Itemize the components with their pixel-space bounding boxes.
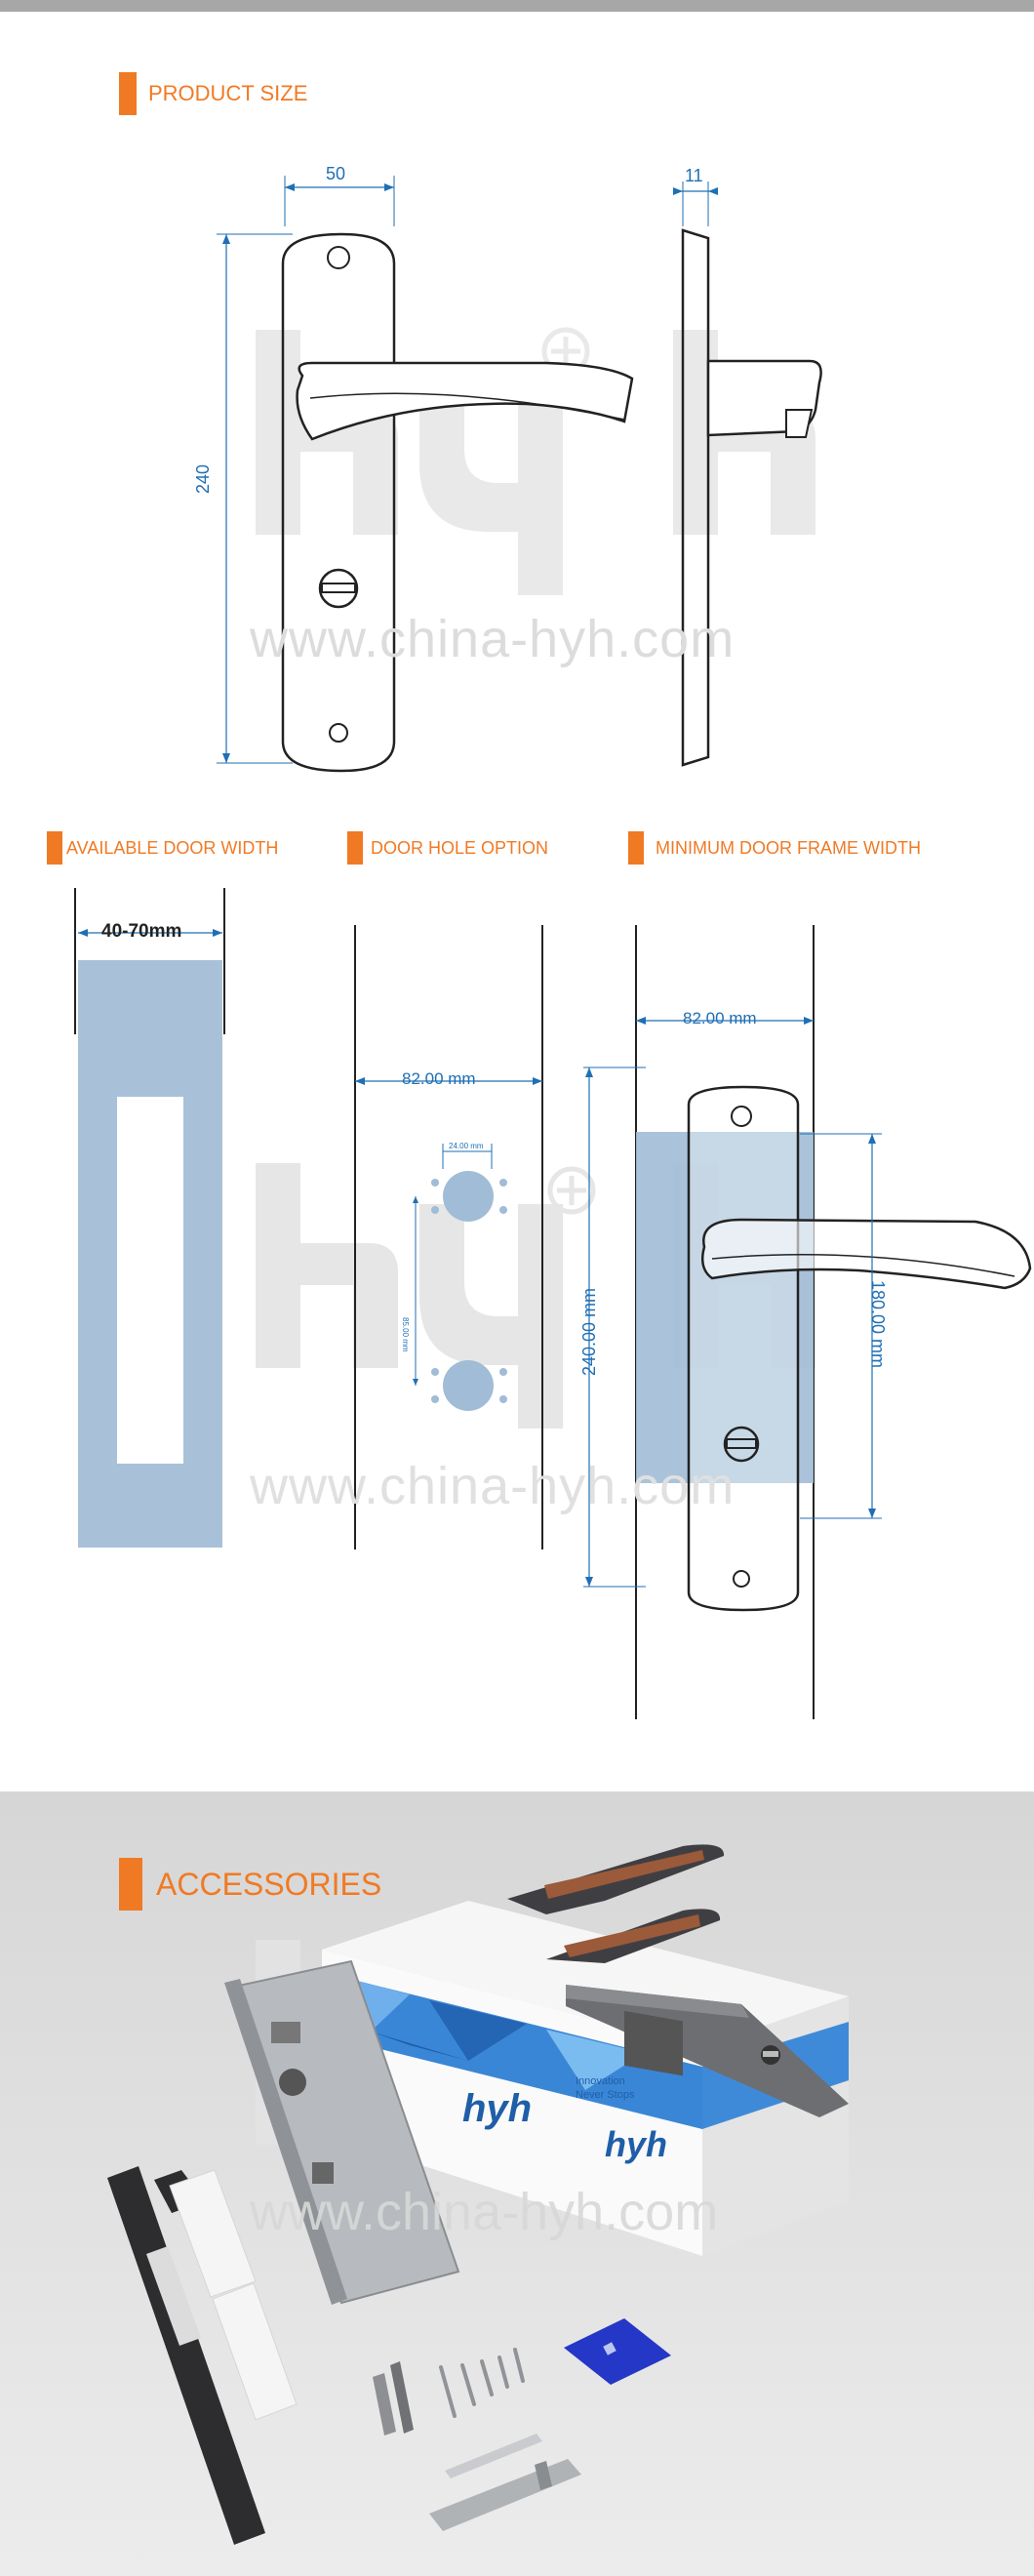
lever-handle-set [507,1844,849,2117]
thumb-turn-icon [318,568,359,609]
section-title-door-hole-option: DOOR HOLE OPTION [371,837,549,858]
header-accent-bar [119,72,137,115]
section-header-minimum-door-frame-width: MINIMUM DOOR FRAME WIDTH [628,831,921,865]
section-title-product-size: PRODUCT SIZE [148,81,308,105]
frame-width-diagram [583,925,1032,1719]
accessories-product-photo: hyh Innovation Never Stops hyh [107,1844,849,2545]
top-bar [0,0,1034,12]
screw-hole-bottom [329,723,348,743]
door-width-diagram [74,888,225,1548]
watermark-logo [256,327,815,595]
product-size-drawing [217,176,822,773]
label-door-width-range: 40-70mm [101,921,182,942]
brand-logo-text: hyh [462,2087,532,2130]
frame-lever-handle [701,1218,1032,1290]
label-width: 50 [326,164,346,183]
door-hole-bottom [443,1360,494,1411]
label-height: 240 [193,463,213,494]
lever-handle-front [296,361,634,441]
section-title-accessories: ACCESSORIES [156,1866,382,1902]
frame-plate [687,1085,800,1612]
door-hole-diagram [354,925,543,1550]
plastic-box-strike [169,2169,298,2421]
section-title-available-door-width: AVAILABLE DOOR WIDTH [66,837,279,858]
dim-thickness [673,181,718,226]
door-drawings [74,888,1032,1719]
watermark-url-3: www.china-hyh.com [250,2183,719,2241]
screws-and-tools [373,2348,581,2531]
front-escutcheon-plate [281,232,396,773]
brand-logo: hyh Innovation Never Stops hyh [462,2075,667,2164]
label-hole-backset: 82.00 mm [402,1069,476,1088]
section-header-door-hole-option: DOOR HOLE OPTION [347,831,548,865]
door-hole-top [443,1171,494,1222]
mortise-lock-body [224,1959,460,2305]
header-accent-bar [628,831,644,865]
header-accent-bar [47,831,62,865]
label-thickness: 11 [685,166,703,185]
brand-logo-text-2: hyh [605,2124,667,2164]
dim-width [284,176,395,226]
section-title-minimum-door-frame-width: MINIMUM DOOR FRAME WIDTH [656,837,921,858]
label-frame-inner-height: 180.00 mm [868,1280,888,1369]
label-hole-width: 24.00 mm [449,1142,484,1150]
label-frame-plate-height: 240.00 mm [579,1287,599,1376]
header-accent-bar [119,1858,142,1911]
label-hole-center-distance: 85.00 mm [401,1317,410,1352]
watermark-url-2: www.china-hyh.com [250,1457,736,1515]
header-accent-bar [347,831,363,865]
dim-height [217,233,293,764]
section-header-product-size: PRODUCT SIZE [119,72,307,115]
label-frame-backset: 82.00 mm [683,1009,757,1027]
section-header-available-door-width: AVAILABLE DOOR WIDTH [47,831,278,865]
brand-tagline-1: Innovation [576,2075,625,2087]
brand-tagline-2: Never Stops [576,2089,635,2101]
screw-hole-top [327,246,350,269]
side-plate [681,228,710,767]
section-header-accessories: ACCESSORIES [119,1858,381,1911]
drilling-template [564,2318,671,2385]
watermark-url-1: www.china-hyh.com [250,610,736,668]
